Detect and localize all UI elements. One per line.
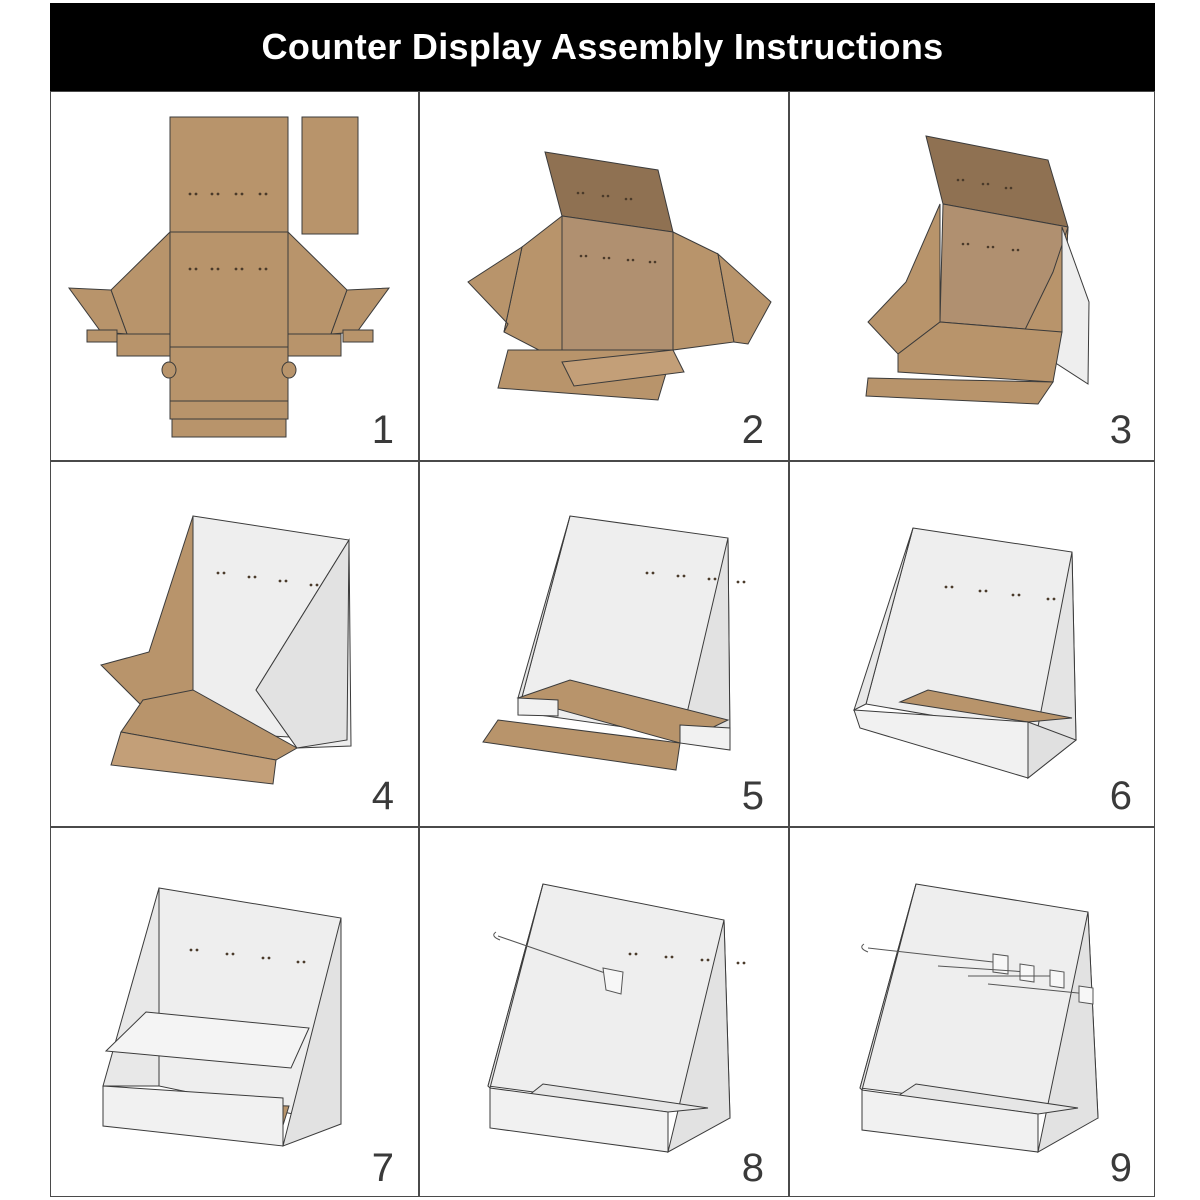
instruction-grid: 1 2 <box>50 91 1155 1197</box>
step-number: 2 <box>741 408 764 452</box>
step-number: 4 <box>371 774 394 818</box>
step-number: 8 <box>741 1146 764 1190</box>
step-3-panel: 3 <box>788 92 1156 460</box>
step-7-panel: 7 <box>51 826 418 1198</box>
step-4-panel: 4 <box>51 460 418 826</box>
step-number: 1 <box>371 408 394 452</box>
step-1-panel: 1 <box>51 92 418 460</box>
step-number: 5 <box>741 774 764 818</box>
step-6-tray-formed-illustration <box>853 527 1078 780</box>
step-number: 6 <box>1109 774 1132 818</box>
step-3-folding-side-wall-illustration <box>865 135 1090 405</box>
step-1-flat-dieline-illustration <box>67 116 391 438</box>
step-7-shelf-insert-illustration <box>102 887 342 1147</box>
step-8-panel: 8 <box>418 826 788 1198</box>
step-8-single-peg-hook-illustration <box>487 883 746 1153</box>
step-2-panel: 2 <box>418 92 788 460</box>
step-number: 3 <box>1109 408 1132 452</box>
step-number: 7 <box>371 1146 394 1190</box>
step-9-panel: 9 <box>788 826 1156 1198</box>
page-title: Counter Display Assembly Instructions <box>50 3 1155 91</box>
step-9-multiple-peg-hooks-illustration <box>859 883 1099 1153</box>
step-5-tray-forming-illustration <box>482 515 746 771</box>
step-5-panel: 5 <box>418 460 788 826</box>
step-number: 9 <box>1109 1146 1132 1190</box>
step-6-panel: 6 <box>788 460 1156 826</box>
step-2-folding-back-panel-illustration <box>467 151 772 401</box>
step-4-side-walls-up-illustration <box>100 515 352 785</box>
